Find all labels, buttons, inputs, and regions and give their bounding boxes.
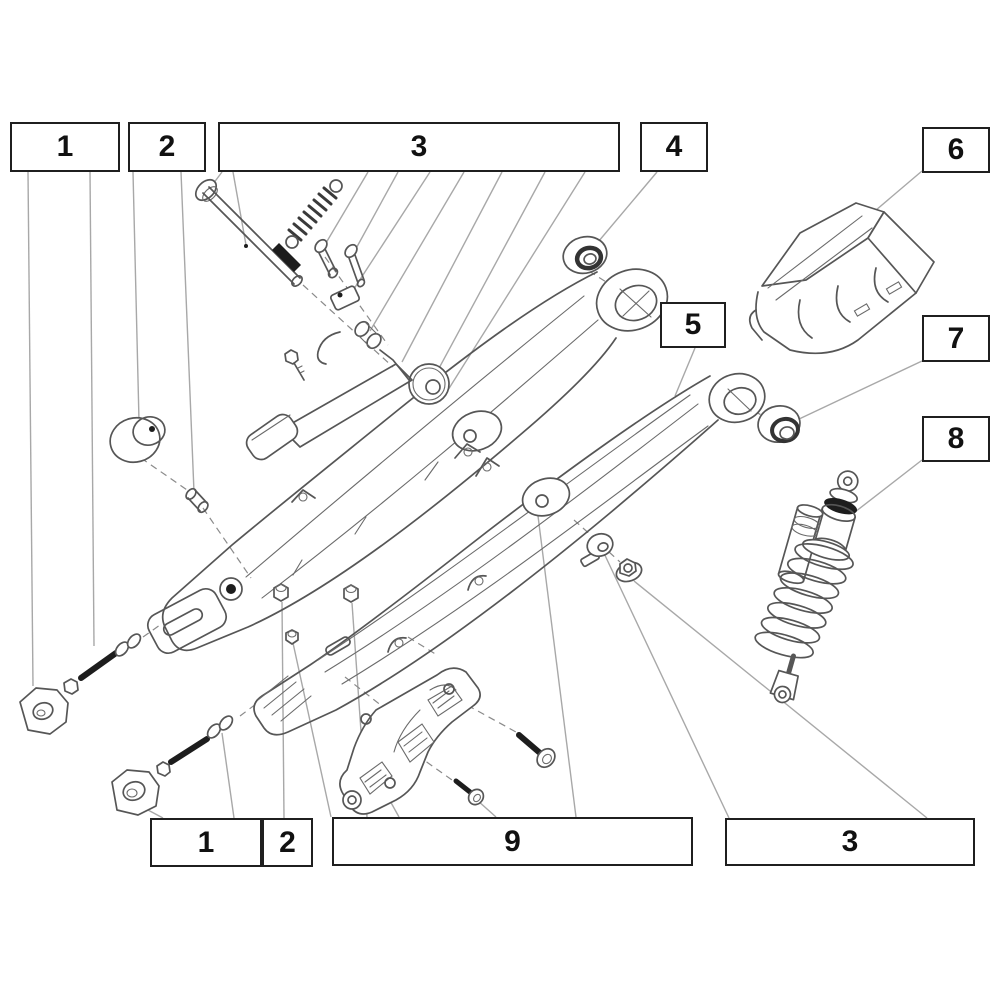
arm-flange-nuts [273,583,359,645]
swingarm-lower-arm [253,372,766,736]
callout-box-bottom-2[interactable]: 2 [262,818,313,867]
kickstand-mount-plate [379,349,450,405]
kickstand-clevis-pin [314,238,339,279]
callout-box-mid-5[interactable]: 5 [660,302,726,348]
callout-box-right-8[interactable]: 8 [922,416,990,462]
callout-box-bottom-1[interactable]: 1 [150,818,262,867]
spacer-sleeve [185,487,209,514]
chain-adjuster-upper [19,633,142,735]
kickstand-pivot-bolt [194,178,303,287]
kickstand-mount-bolt [284,349,305,381]
kickstand-spring [285,179,343,249]
chain-slider [748,202,935,355]
pivot-bushing-7 [757,405,801,444]
callout-box-right-6[interactable]: 6 [922,127,990,173]
callout-box-top-4[interactable]: 4 [640,122,708,172]
chain-guide-bolt-short [453,778,485,806]
shock-absorber [754,470,859,704]
kickstand-bushing-block [329,285,361,311]
callout-box-top-3[interactable]: 3 [218,122,620,172]
callout-box-bottom-9[interactable]: 9 [332,817,693,866]
pivot-bushing-4 [562,235,608,275]
callout-box-top-2[interactable]: 2 [128,122,206,172]
callout-box-right-7[interactable]: 7 [922,315,990,362]
chain-guide-bolt-long [516,732,556,769]
kickstand-pivot-clevis [354,320,382,350]
damper-bushing-2 [109,416,166,464]
chain-adjuster-lower [111,715,234,816]
callout-box-bottom-3[interactable]: 3 [725,818,975,866]
kickstand-small-bolt [344,243,366,288]
washer-and-flange-nut [586,532,643,583]
kickstand-leg [245,331,413,461]
chain-guide [339,667,481,815]
callout-box-top-1[interactable]: 1 [10,122,120,172]
